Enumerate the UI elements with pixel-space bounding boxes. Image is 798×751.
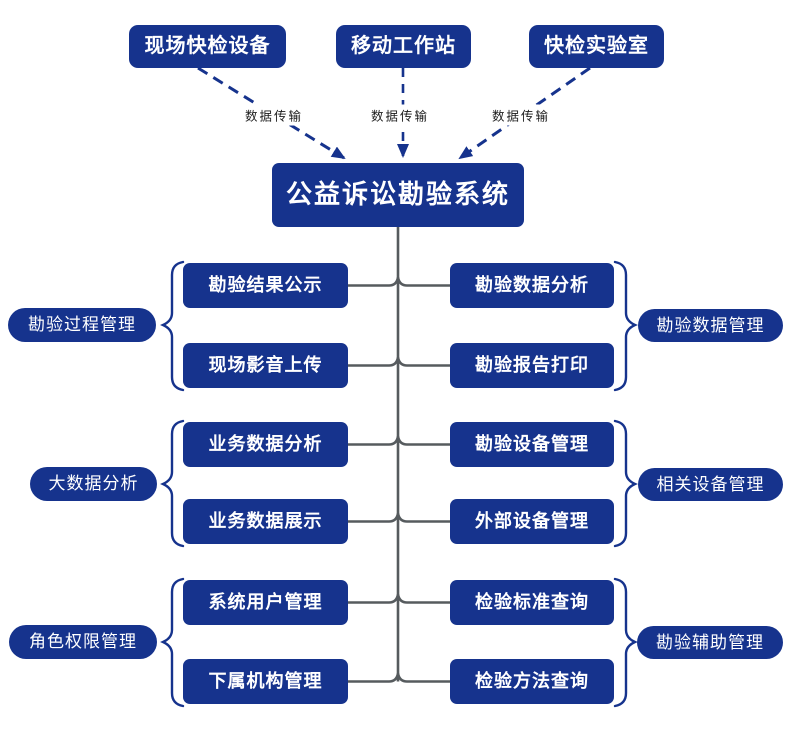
item-node-inspection-report-printing: 勘验报告打印 — [450, 343, 614, 388]
item-node-inspection-data-analysis: 勘验数据分析 — [450, 263, 614, 308]
category-pill-inspection-auxiliary-management: 勘验辅助管理 — [637, 626, 783, 659]
connector-left-row3 — [348, 436, 400, 446]
connector-left-row1 — [348, 277, 400, 287]
item-node-system-user-management: 系统用户管理 — [183, 580, 348, 625]
item-node-scene-audio-video-upload: 现场影音上传 — [183, 343, 348, 388]
connector-right-row3 — [396, 436, 450, 446]
connector-right-row6 — [396, 673, 450, 683]
connector-left-row2 — [348, 357, 400, 367]
connector-right-row5 — [396, 594, 450, 604]
source-node-mobile-workstation: 移动工作站 — [336, 25, 471, 68]
brace-right-group3 — [613, 577, 638, 708]
connector-left-row4 — [348, 513, 400, 523]
brace-left-group3 — [160, 577, 185, 708]
item-node-inspection-result-publicity: 勘验结果公示 — [183, 263, 348, 308]
edge-label-data-transfer-1: 数据传输 — [242, 104, 306, 126]
brace-right-group1 — [613, 260, 638, 392]
edge-label-data-transfer-2: 数据传输 — [368, 104, 432, 126]
brace-left-group1 — [160, 260, 185, 392]
brace-right-group2 — [613, 419, 638, 548]
source-node-rapid-test-laboratory: 快检实验室 — [529, 25, 664, 68]
edge-field-device-to-center — [197, 66, 346, 160]
category-pill-role-permission-management: 角色权限管理 — [9, 625, 157, 659]
item-node-subordinate-organization-management: 下属机构管理 — [183, 659, 348, 704]
connector-right-row1 — [396, 277, 450, 287]
item-node-test-standard-query: 检验标准查询 — [450, 580, 614, 625]
category-pill-inspection-process-management: 勘验过程管理 — [8, 308, 156, 342]
item-node-test-method-query: 检验方法查询 — [450, 659, 614, 704]
connector-left-row5 — [348, 594, 400, 604]
edge-label-data-transfer-3: 数据传输 — [489, 104, 553, 126]
connector-left-row6 — [348, 673, 400, 683]
item-node-inspection-equipment-management: 勘验设备管理 — [450, 422, 614, 467]
category-pill-related-equipment-management: 相关设备管理 — [638, 468, 783, 501]
center-node-public-interest-litigation-inspection-system: 公益诉讼勘验系统 — [272, 163, 524, 227]
item-node-business-data-analysis: 业务数据分析 — [183, 422, 348, 467]
brace-left-group2 — [160, 419, 185, 548]
connector-right-row2 — [396, 357, 450, 367]
category-pill-big-data-analysis: 大数据分析 — [30, 467, 157, 501]
category-pill-inspection-data-management: 勘验数据管理 — [638, 309, 783, 342]
source-node-field-rapid-test-equipment: 现场快检设备 — [129, 25, 286, 68]
item-node-business-data-display: 业务数据展示 — [183, 499, 348, 544]
connector-right-row4 — [396, 513, 450, 523]
item-node-external-equipment-management: 外部设备管理 — [450, 499, 614, 544]
